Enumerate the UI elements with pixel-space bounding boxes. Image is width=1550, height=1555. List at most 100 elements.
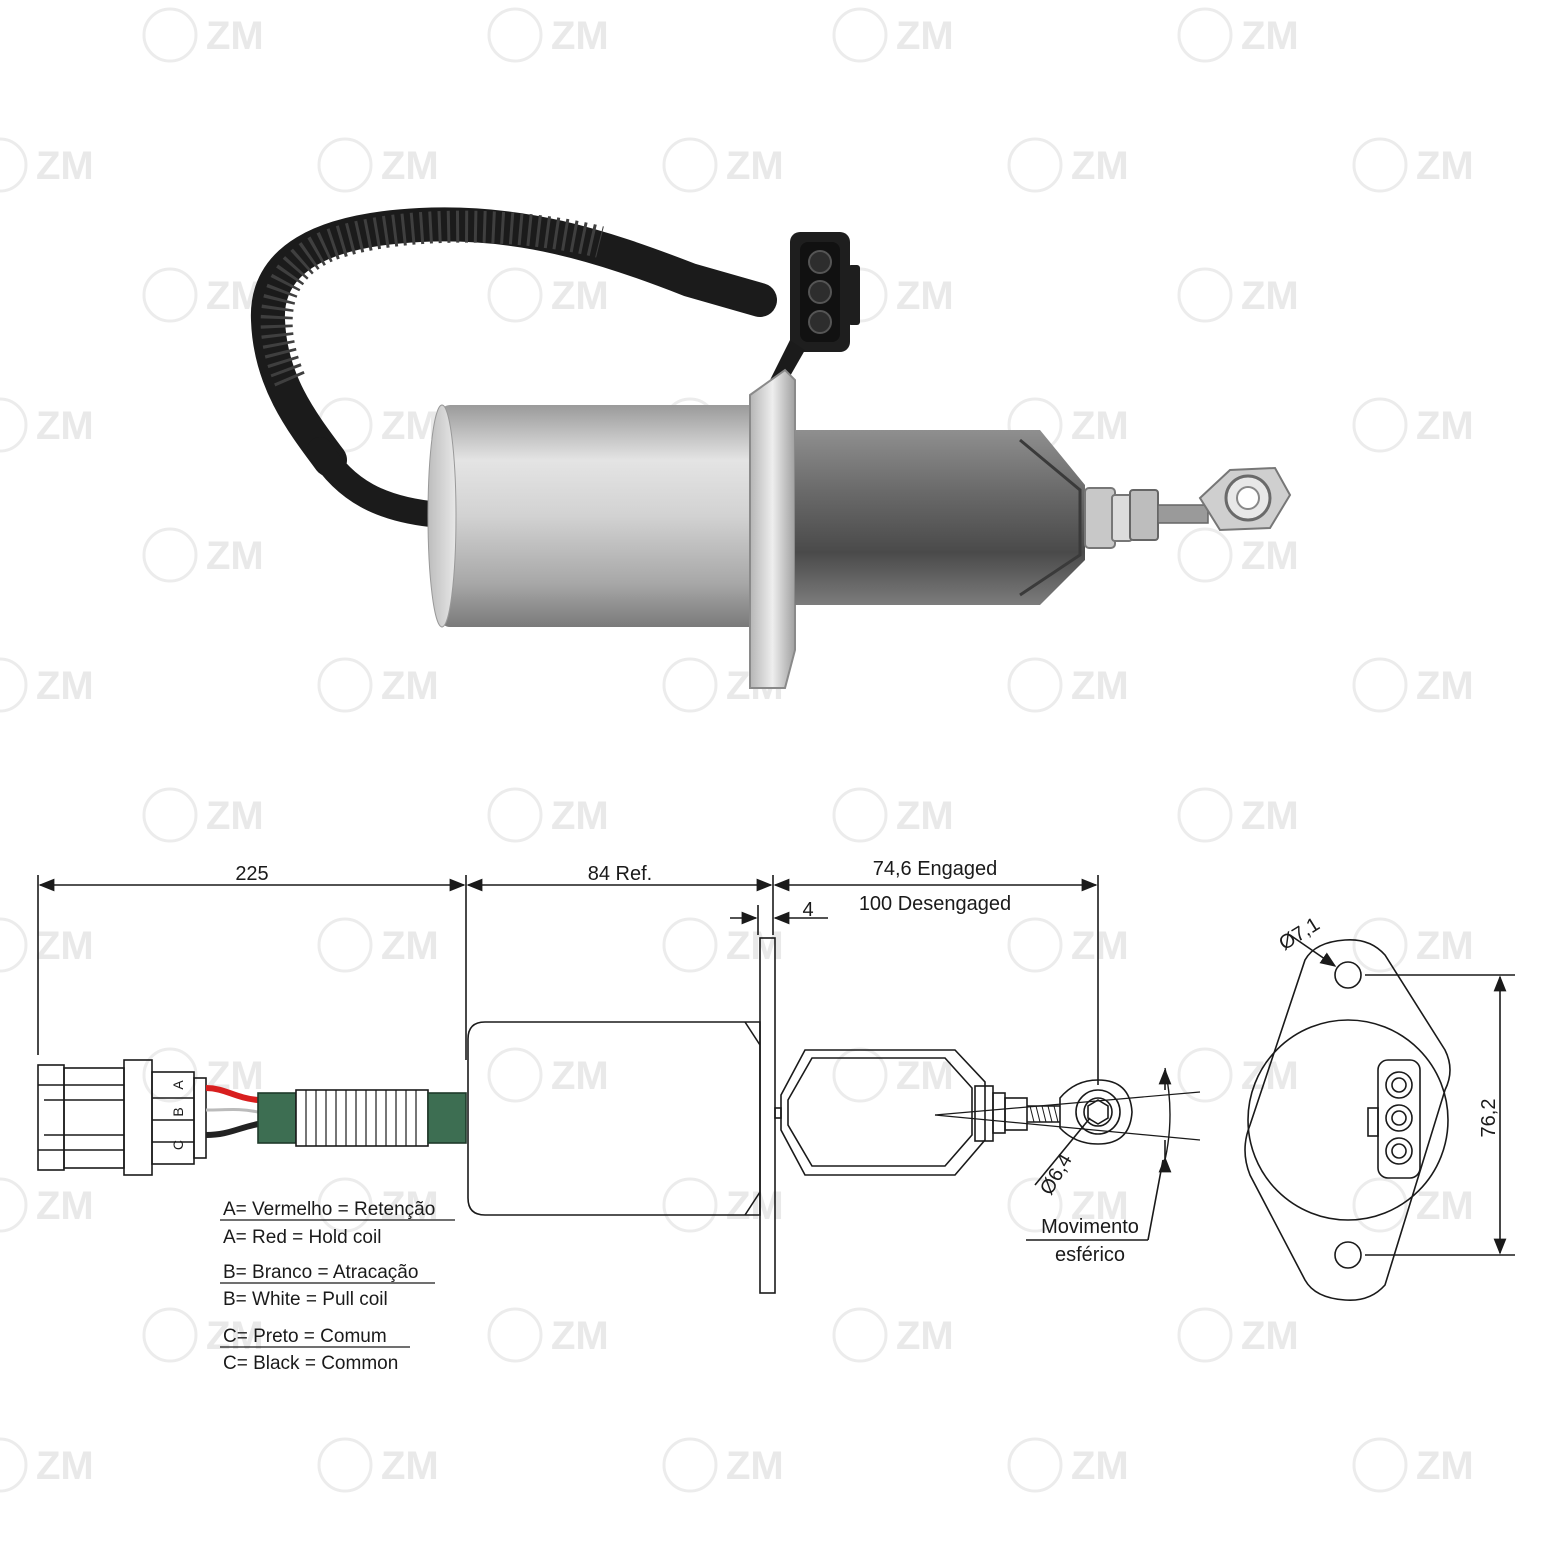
callout-spherical-2: esférico (1055, 1244, 1125, 1266)
watermark-logo: ZM (1352, 1437, 1474, 1493)
watermark-logo: ZM (662, 137, 784, 193)
svg-text:ZM: ZM (36, 144, 94, 188)
svg-text:ZM: ZM (381, 1184, 439, 1228)
svg-text:ZM: ZM (381, 924, 439, 968)
watermark-logo: ZM (487, 787, 609, 843)
watermark-logo: ZM (1177, 787, 1299, 843)
watermark-logo: ZM (142, 527, 264, 583)
watermark-logo: ZM (1007, 397, 1129, 453)
connector-drawing (37, 1059, 207, 1176)
svg-text:ZM: ZM (726, 1184, 784, 1228)
watermark-logo: ZM (0, 397, 94, 453)
svg-text:ZM: ZM (1071, 404, 1129, 448)
svg-text:ZM: ZM (1071, 924, 1129, 968)
watermark-logo: ZM (1007, 137, 1129, 193)
svg-text:ZM: ZM (1241, 794, 1299, 838)
svg-text:ZM: ZM (1241, 1054, 1299, 1098)
svg-text:ZM: ZM (1071, 664, 1129, 708)
mount-hole-bottom (1334, 1241, 1362, 1269)
connector-pin-labels: A B C (170, 1080, 186, 1150)
svg-text:ZM: ZM (1071, 144, 1129, 188)
watermark-logo: ZM (1177, 1047, 1299, 1103)
watermark-logo: ZM (1352, 657, 1474, 713)
watermark-logo: ZM (832, 787, 954, 843)
svg-text:ZM: ZM (381, 664, 439, 708)
legend-c-en: C= Black = Common (223, 1353, 398, 1374)
svg-text:ZM: ZM (206, 1314, 264, 1358)
svg-text:ZM: ZM (726, 144, 784, 188)
watermark-logo: ZM (142, 267, 264, 323)
nose-drawing (780, 1049, 986, 1176)
watermark-logo: ZM (832, 1047, 954, 1103)
watermark-logo: ZM (142, 1307, 264, 1363)
svg-text:ZM: ZM (206, 534, 264, 578)
end-view-flange (1244, 938, 1451, 1302)
watermark-logo: ZM (0, 1177, 94, 1233)
callout-spherical-1: Movimento (1041, 1216, 1139, 1238)
mounting-flange-photo (749, 368, 796, 689)
pin-label-c: C (170, 1140, 186, 1150)
svg-text:ZM: ZM (206, 794, 264, 838)
watermark-logo: ZM (1177, 7, 1299, 63)
cable-corrugation (260, 210, 604, 387)
svg-text:ZM: ZM (726, 1444, 784, 1488)
svg-text:ZM: ZM (381, 144, 439, 188)
watermark-logo: ZM (142, 787, 264, 843)
body-outline (467, 1021, 761, 1216)
legend-a-en: A= Red = Hold coil (223, 1227, 381, 1248)
svg-text:ZM: ZM (1416, 144, 1474, 188)
svg-text:ZM: ZM (551, 1054, 609, 1098)
watermark-logo: ZM (1352, 1177, 1474, 1233)
pin-label-a: A (170, 1080, 186, 1090)
connector-photo (770, 232, 860, 385)
watermark-logo: ZM (0, 657, 94, 713)
rod-end-drawing (1059, 1079, 1133, 1145)
corrugation-ridges (305, 1090, 417, 1146)
svg-text:ZM: ZM (36, 1184, 94, 1228)
wires (205, 1085, 259, 1138)
svg-text:ZM: ZM (1241, 534, 1299, 578)
svg-text:ZM: ZM (896, 1054, 954, 1098)
watermark-logo: ZM (487, 7, 609, 63)
watermark-logo: ZM (142, 1047, 264, 1103)
watermark-logo: ZM (0, 137, 94, 193)
watermark-logo: ZM (487, 1047, 609, 1103)
solenoid-nose (795, 430, 1085, 605)
flange-drawing (759, 937, 776, 1294)
watermark-logo: ZM (317, 657, 439, 713)
watermark-logo: ZM (1007, 917, 1129, 973)
svg-text:ZM: ZM (1241, 274, 1299, 318)
svg-text:ZM: ZM (896, 794, 954, 838)
sleeve-right (427, 1092, 467, 1144)
solenoid-photo (250, 207, 1292, 689)
cable-harness (250, 207, 777, 477)
watermark-logo: ZM (1177, 527, 1299, 583)
dim-engaged: 74,6 Engaged (873, 858, 998, 880)
svg-text:ZM: ZM (551, 14, 609, 58)
watermark-logo: ZM (317, 397, 439, 453)
svg-text:ZM: ZM (206, 14, 264, 58)
watermark-logo: ZM (1352, 397, 1474, 453)
svg-text:ZM: ZM (1071, 1444, 1129, 1488)
dim-hole-spacing: 76,2 (1478, 1099, 1500, 1138)
wire-c (205, 1121, 259, 1138)
svg-text:ZM: ZM (381, 1444, 439, 1488)
svg-text:ZM: ZM (1241, 14, 1299, 58)
wire-b (205, 1108, 259, 1114)
svg-text:ZM: ZM (36, 1444, 94, 1488)
technical-drawing (37, 875, 1515, 1348)
watermark-logo: ZM (1352, 137, 1474, 193)
legend-b-pt: B= Branco = Atracação (223, 1262, 418, 1283)
svg-text:ZM: ZM (36, 924, 94, 968)
svg-text:ZM: ZM (1416, 1444, 1474, 1488)
svg-text:ZM: ZM (551, 1314, 609, 1358)
svg-text:ZM: ZM (1416, 404, 1474, 448)
watermark-layer: ZM ZM ZM ZM ZM ZM ZM ZM ZM ZM ZM ZM ZM ZM ZM ZM ZM ZM ZM ZM… (0, 7, 1474, 1493)
watermark-logo: ZM (1007, 1177, 1129, 1233)
svg-text:ZM: ZM (1241, 1314, 1299, 1358)
svg-text:ZM: ZM (36, 404, 94, 448)
solenoid-body (440, 405, 760, 627)
svg-text:ZM: ZM (896, 274, 954, 318)
